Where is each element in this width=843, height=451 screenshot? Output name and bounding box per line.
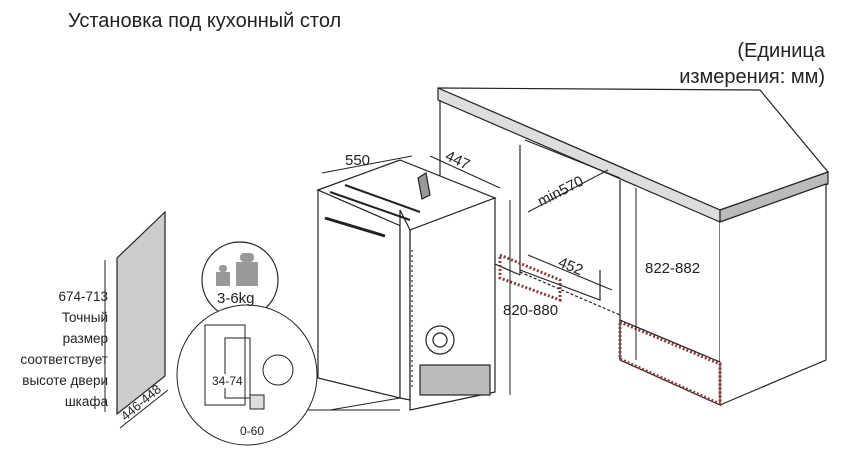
units-line-2: измерения: мм): [679, 66, 825, 88]
note-line: соответствует: [20, 352, 108, 367]
door-panel-note: 674-713 Точный размер соответствует высо…: [20, 286, 108, 412]
dim-plinth-height: 34-74: [212, 374, 243, 388]
dim-foot-adjust: 0-60: [240, 424, 265, 438]
dishwasher-illustration: [316, 159, 497, 411]
kitchen-counter: [437, 87, 830, 407]
note-line: высоте двери: [22, 373, 108, 388]
note-line: размер: [62, 331, 108, 346]
door-panel-height: 674-713: [58, 289, 108, 304]
note-line: шкафа: [64, 394, 108, 409]
dim-appliance-height: 820-880: [503, 302, 559, 319]
weight-label: 3-6kg: [217, 290, 255, 307]
note-line: Точный: [61, 310, 108, 325]
dim-width: 550: [345, 152, 371, 169]
page-title: Установка под кухонный стол: [68, 10, 342, 32]
units-note: (Единица измерения: мм): [679, 38, 825, 90]
dimension-lines: [104, 155, 637, 429]
weight-icon: [201, 241, 279, 319]
foot-detail-zoom: [176, 304, 318, 446]
dim-niche-height: 822-882: [645, 260, 701, 277]
units-line-1: (Единица: [737, 40, 825, 62]
door-panel: [116, 210, 166, 416]
